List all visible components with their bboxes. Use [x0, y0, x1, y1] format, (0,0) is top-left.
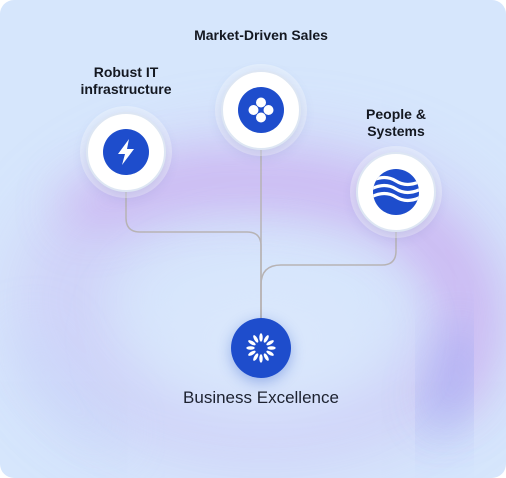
connector-it — [125, 192, 262, 318]
four-dots-icon — [238, 87, 284, 133]
lightning-bolt-icon — [103, 129, 149, 175]
core-label: Business Excellence — [183, 388, 339, 407]
node-label-it: Robust IT infrastructure — [80, 64, 172, 97]
node-sales — [221, 70, 301, 150]
wave-globe-icon — [373, 169, 419, 215]
core-node — [231, 318, 291, 378]
node-people — [356, 152, 436, 232]
node-it — [86, 112, 166, 192]
node-label-people: People & Systems — [366, 106, 426, 139]
sparkle-burst-icon — [246, 333, 276, 363]
connector-people — [260, 232, 397, 318]
node-label-sales: Market-Driven Sales — [194, 27, 328, 43]
